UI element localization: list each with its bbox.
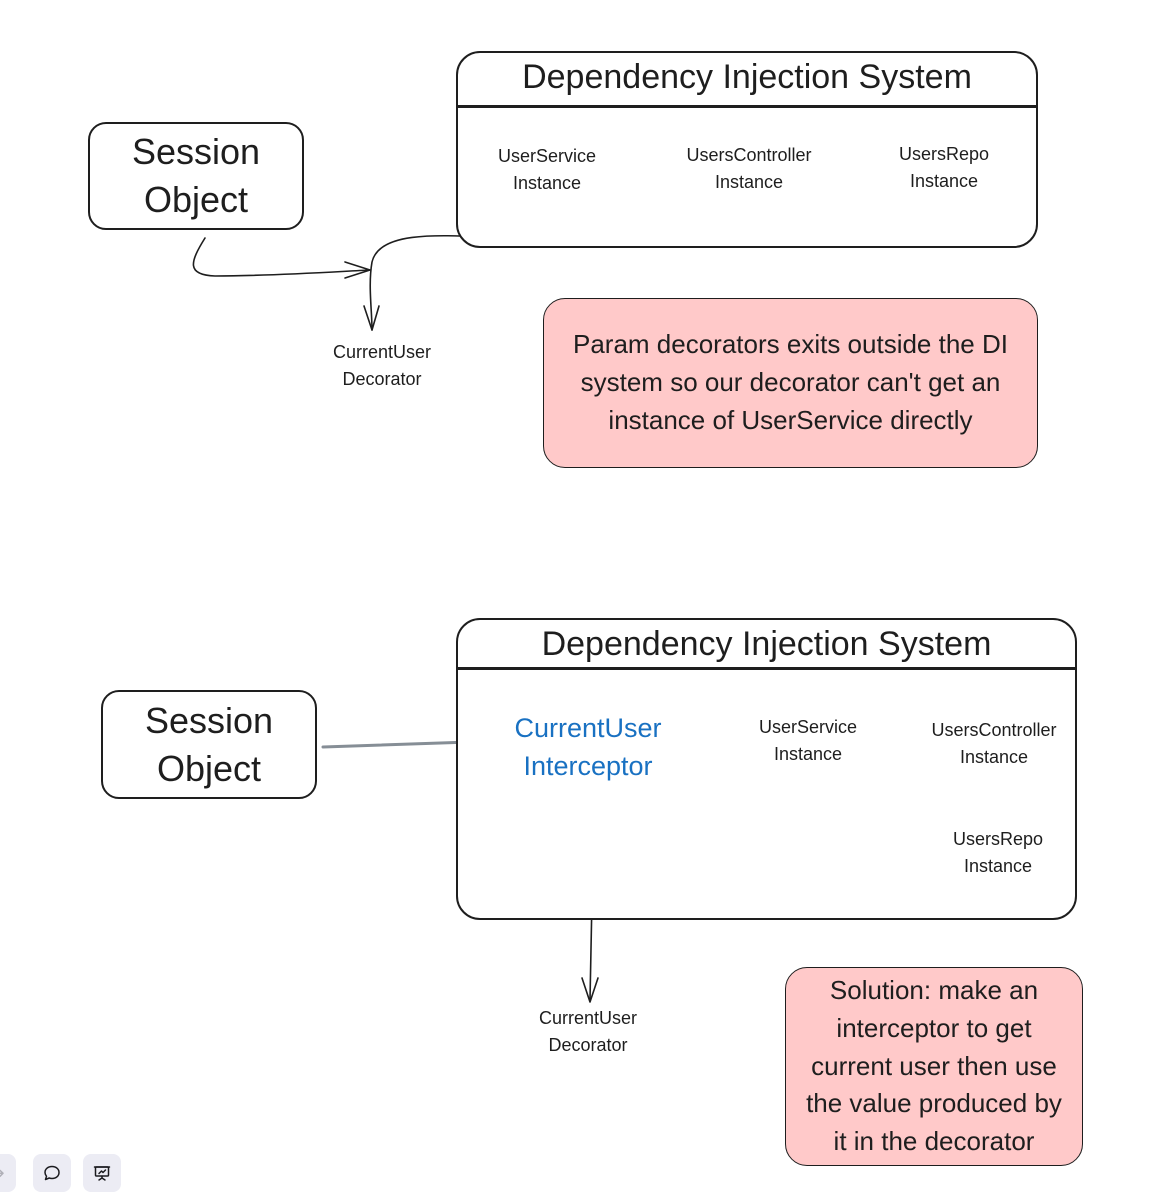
- bottom-currentuser-interceptor[interactable]: CurrentUser Interceptor: [514, 713, 662, 782]
- bottom-di-system-title: Dependency Injection System: [541, 625, 992, 663]
- bottom-currentuser-decorator[interactable]: CurrentUser Decorator: [538, 1008, 638, 1055]
- top-userscontroller-instance[interactable]: UsersController Instance: [686, 145, 812, 192]
- top-decorator-arrowhead: [363, 305, 380, 331]
- presentation-icon: [93, 1166, 111, 1181]
- redo-icon: ↪: [0, 1163, 5, 1184]
- bottom-di-divider: [458, 667, 1075, 670]
- bottom-userscontroller-instance[interactable]: UsersController Instance: [931, 720, 1057, 767]
- redo-button[interactable]: ↪: [0, 1154, 16, 1192]
- bottom-session-object-box[interactable]: Session Object: [101, 690, 317, 799]
- bottom-userservice-instance[interactable]: UserService Instance: [758, 717, 858, 764]
- top-currentuser-decorator[interactable]: CurrentUser Decorator: [332, 342, 432, 389]
- bottom-session-object-label: Session Object: [144, 699, 274, 789]
- bottom-usersrepo-instance[interactable]: UsersRepo Instance: [952, 829, 1044, 876]
- comment-icon: [44, 1165, 60, 1181]
- bottom-decorator-arrowhead: [581, 977, 599, 1003]
- top-session-arrowhead: [344, 261, 371, 279]
- top-di-divider: [458, 105, 1036, 108]
- top-di-system-title: Dependency Injection System: [522, 58, 972, 96]
- top-di-system-box[interactable]: Dependency Injection System: [456, 51, 1038, 248]
- top-session-object-label: Session Object: [131, 131, 261, 220]
- top-note[interactable]: Param decorators exits outside the DI sy…: [543, 298, 1038, 468]
- bottom-note[interactable]: Solution: make an interceptor to get cur…: [785, 967, 1083, 1166]
- top-session-arrow: [192, 237, 371, 277]
- top-usersrepo-instance[interactable]: UsersRepo Instance: [898, 144, 990, 191]
- top-session-object-box[interactable]: Session Object: [88, 122, 304, 230]
- top-userservice-instance[interactable]: UserService Instance: [497, 146, 597, 193]
- comment-button[interactable]: [33, 1154, 71, 1192]
- bottom-di-system-box[interactable]: Dependency Injection System: [456, 618, 1077, 920]
- presentation-button[interactable]: [83, 1154, 121, 1192]
